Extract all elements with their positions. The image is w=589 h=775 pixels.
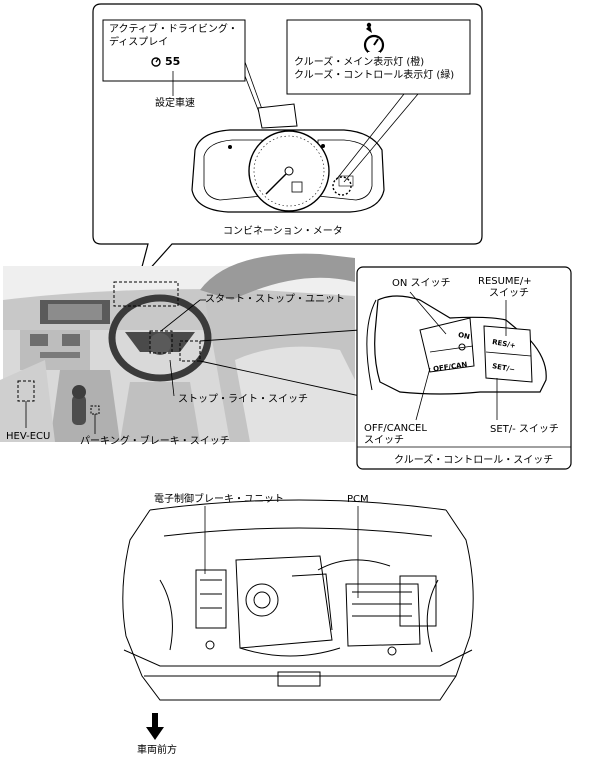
ads-title: アクティブ・ドライビング・ bbox=[109, 24, 238, 35]
cruise-switch-location-box bbox=[179, 340, 201, 362]
resume-label-line2: スイッチ bbox=[489, 288, 529, 299]
off-cancel-leader bbox=[415, 367, 431, 421]
engine-bay-drawing bbox=[122, 499, 474, 701]
resume-label: RESUME/+ bbox=[478, 276, 532, 287]
cruise-main-leader bbox=[335, 93, 405, 181]
hev-ecu-label: HEV-ECU bbox=[6, 431, 51, 442]
vehicle-front-label: 車両前方 bbox=[137, 745, 177, 756]
meter-location-box bbox=[113, 281, 179, 307]
ads-combiner bbox=[257, 103, 298, 129]
ads-title-line2: ディスプレイ bbox=[109, 37, 169, 48]
vehicle-front-arrow bbox=[146, 713, 164, 740]
combination-meter bbox=[191, 129, 385, 213]
cruise-control-leader bbox=[343, 93, 419, 183]
stop-light-leader bbox=[169, 359, 175, 397]
cruise-main-label: クルーズ・メイン表示灯 (橙) bbox=[294, 57, 425, 68]
ads-projection-line bbox=[244, 61, 264, 113]
on-switch-label: ON スイッチ bbox=[392, 278, 451, 289]
pcm-label: PCM bbox=[347, 494, 369, 505]
start-stop-label: スタート・ストップ・ユニット bbox=[205, 294, 345, 305]
ads-box bbox=[102, 19, 246, 82]
speed-value: 55 bbox=[165, 55, 181, 68]
set-speed-label: 設定車速 bbox=[155, 98, 195, 109]
hev-ecu-location-box bbox=[17, 380, 35, 402]
on-button: ON bbox=[457, 330, 471, 342]
switch-projection-line bbox=[199, 329, 361, 342]
meter-label: コンビネーション・メータ bbox=[223, 226, 343, 237]
on-switch-leader bbox=[409, 291, 447, 335]
ads-cruise-icon bbox=[151, 57, 161, 67]
switch-projection-line-2 bbox=[199, 360, 361, 397]
cabin-photo bbox=[0, 253, 355, 442]
ebcm-label: 電子制御ブレーキ・ユニット bbox=[154, 494, 284, 505]
off-cancel-label-line2: スイッチ bbox=[364, 435, 404, 446]
cruise-control-label: クルーズ・コントロール表示灯 (緑) bbox=[294, 70, 455, 81]
off-cancel-label: OFF/CANCEL bbox=[364, 423, 427, 434]
parking-brake-label: パーキング・ブレーキ・スイッチ bbox=[80, 436, 230, 447]
cruise-switch-title: クルーズ・コントロール・スイッチ bbox=[394, 455, 554, 466]
steering-switch-drawing bbox=[366, 295, 547, 395]
stop-light-label: ストップ・ライト・スイッチ bbox=[178, 394, 308, 405]
cruise-indicator-box bbox=[286, 19, 471, 95]
parking-brake-location-box bbox=[90, 405, 100, 415]
start-stop-leader bbox=[160, 299, 201, 332]
set-label: SET/- スイッチ bbox=[490, 424, 559, 435]
cruise-indicator-icon bbox=[363, 22, 385, 56]
